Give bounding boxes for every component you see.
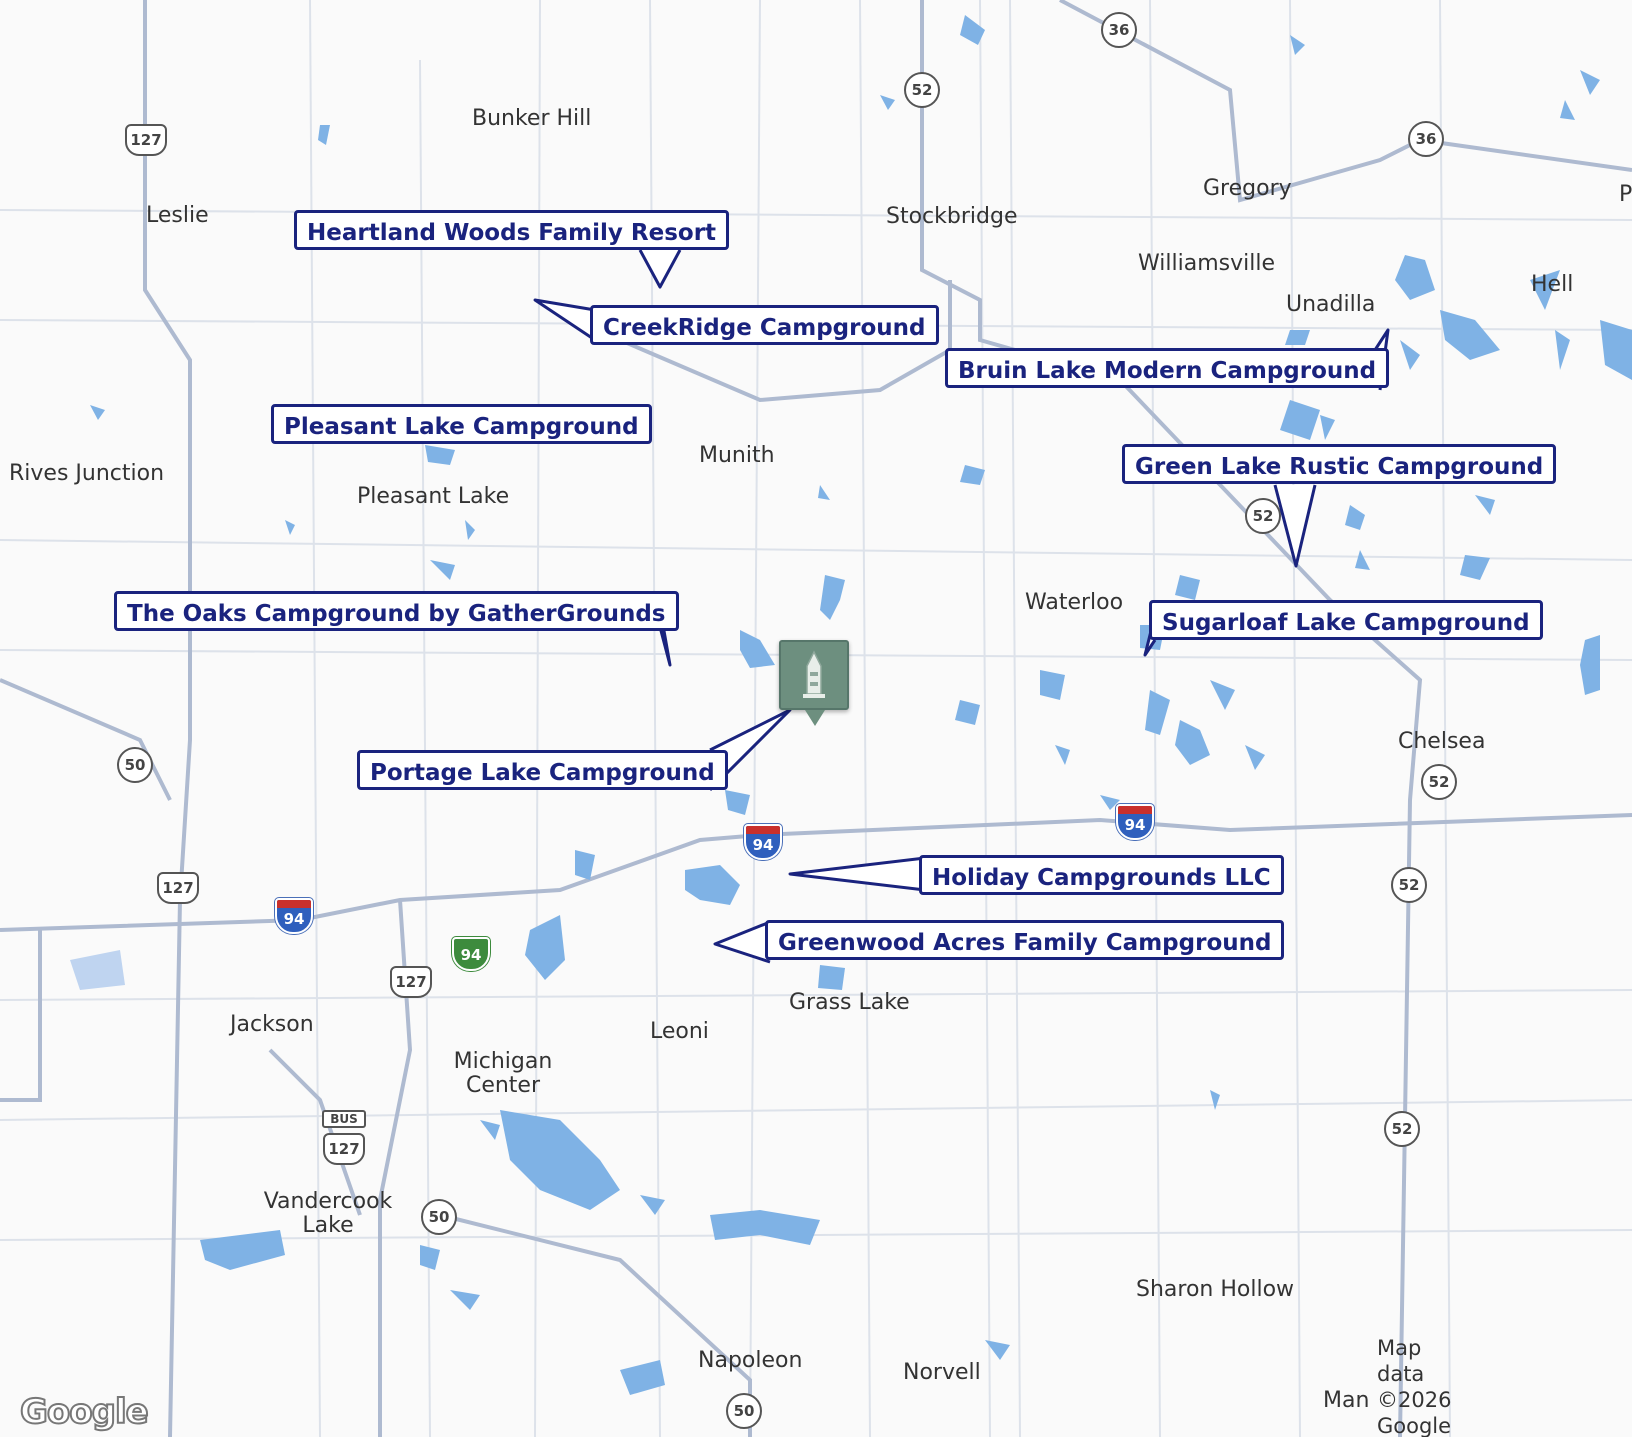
town-leslie: Leslie bbox=[146, 203, 209, 228]
town-gregory: Gregory bbox=[1203, 176, 1292, 201]
route-shield-52: 52 bbox=[1391, 867, 1427, 903]
callout-pleasant-lake[interactable]: Pleasant Lake Campground bbox=[271, 404, 652, 444]
interstate-shield-94: 94 bbox=[744, 824, 782, 860]
route-shield-36: 36 bbox=[1101, 12, 1137, 48]
town-stockbridge: Stockbridge bbox=[886, 204, 1018, 229]
route-shield-52: 52 bbox=[1384, 1111, 1420, 1147]
attribution-line-4: Google bbox=[1377, 1414, 1452, 1437]
route-shield-36: 36 bbox=[1408, 121, 1444, 157]
town-munith: Munith bbox=[699, 443, 775, 468]
pointer-creekridge bbox=[533, 298, 596, 342]
route-shield-127: 127 bbox=[157, 872, 199, 904]
town-grass-lake: Grass Lake bbox=[789, 990, 910, 1015]
tower-icon bbox=[803, 650, 825, 698]
town-napoleon: Napoleon bbox=[698, 1348, 803, 1373]
google-logo[interactable]: Google bbox=[19, 1391, 150, 1433]
interstate-shield-94: 94 bbox=[275, 898, 313, 934]
interstate-shield-94: 94 bbox=[1116, 804, 1154, 840]
town-unadilla: Unadilla bbox=[1286, 292, 1376, 317]
business-loop-shield-94: 94 bbox=[452, 937, 490, 971]
attribution-line-1: Map bbox=[1377, 1336, 1422, 1360]
route-shield-52: 52 bbox=[1245, 498, 1281, 534]
town-norvell: Norvell bbox=[903, 1360, 981, 1385]
attribution-line-3: ©2026 bbox=[1377, 1388, 1452, 1412]
callout-green-lake[interactable]: Green Lake Rustic Campground bbox=[1122, 444, 1557, 484]
town-hell: Hell bbox=[1531, 272, 1574, 297]
route-shield-50: 50 bbox=[726, 1393, 762, 1429]
route-shield-50: 50 bbox=[421, 1199, 457, 1235]
callout-creekridge[interactable]: CreekRidge Campground bbox=[590, 305, 939, 345]
town-williamsville: Williamsville bbox=[1138, 251, 1275, 276]
route-shield-127: 127 bbox=[125, 124, 167, 156]
callout-sugarloaf[interactable]: Sugarloaf Lake Campground bbox=[1149, 600, 1543, 640]
town-bunker-hill: Bunker Hill bbox=[472, 106, 592, 131]
town-sharon-hollow: Sharon Hollow bbox=[1136, 1277, 1295, 1302]
route-shield-50: 50 bbox=[117, 747, 153, 783]
map-attribution[interactable]: Map data ©2026 Google bbox=[1377, 1335, 1457, 1437]
town-jackson: Jackson bbox=[230, 1012, 314, 1037]
campground-map-pin[interactable] bbox=[779, 640, 849, 726]
town-michigan-center: Michigan Center bbox=[453, 1049, 553, 1098]
callout-heartland-woods[interactable]: Heartland Woods Family Resort bbox=[294, 210, 730, 250]
town-leoni: Leoni bbox=[650, 1019, 709, 1044]
route-shield-52: 52 bbox=[904, 72, 940, 108]
callout-portage-lake[interactable]: Portage Lake Campground bbox=[357, 750, 728, 790]
business-route-tab: BUS bbox=[322, 1110, 366, 1128]
pointer-heartland-woods bbox=[638, 249, 682, 289]
town-rives-junction: Rives Junction bbox=[9, 461, 165, 486]
town-manchester-fragment: Man bbox=[1323, 1388, 1370, 1413]
route-shield-127: 127 bbox=[323, 1133, 365, 1165]
route-shield-127: 127 bbox=[390, 966, 432, 998]
callout-the-oaks[interactable]: The Oaks Campground by GatherGrounds bbox=[114, 591, 679, 631]
town-waterloo: Waterloo bbox=[1025, 590, 1124, 615]
callout-greenwood-acres[interactable]: Greenwood Acres Family Campground bbox=[765, 920, 1285, 960]
town-edge-fragment: P bbox=[1619, 182, 1632, 207]
pointer-green-lake bbox=[1273, 484, 1317, 568]
pointer-portage-lake bbox=[708, 708, 792, 792]
town-pleasant-lake: Pleasant Lake bbox=[357, 484, 510, 509]
attribution-line-2: data bbox=[1377, 1362, 1425, 1386]
route-shield-52: 52 bbox=[1421, 764, 1457, 800]
pointer-holiday bbox=[788, 856, 926, 892]
callout-holiday[interactable]: Holiday Campgrounds LLC bbox=[919, 855, 1284, 895]
water-bodies bbox=[70, 15, 1632, 1395]
town-vandercook-lake: Vandercook Lake bbox=[263, 1189, 393, 1238]
pointer-greenwood-acres bbox=[713, 920, 771, 964]
town-chelsea: Chelsea bbox=[1398, 729, 1486, 754]
callout-bruin-lake[interactable]: Bruin Lake Modern Campground bbox=[945, 348, 1390, 388]
